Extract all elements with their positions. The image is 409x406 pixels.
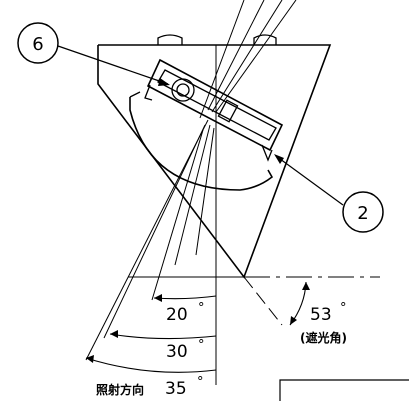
- angle-20-degree: °: [198, 301, 205, 316]
- light-rays: [85, 0, 297, 361]
- angle-53-value: 53: [310, 305, 332, 325]
- ray-35: [85, 119, 209, 361]
- lamp-inner: [157, 69, 277, 141]
- lamp-unit: [146, 58, 284, 152]
- arrow-20: [154, 294, 162, 302]
- arrow-53-bottom: [290, 316, 297, 325]
- ray-up-4: [199, 0, 245, 119]
- callout-6-arrow: [158, 78, 170, 86]
- callout-2-leader: [275, 155, 344, 206]
- shading-angle-label: (遮光角): [300, 330, 347, 345]
- arc-35: [85, 357, 217, 373]
- angle-35-degree: °: [197, 375, 204, 390]
- arrow-35: [86, 355, 94, 363]
- arrow-53-top: [302, 282, 310, 290]
- callout-2-label: 2: [357, 203, 368, 224]
- lamp-bulb-core: [176, 83, 190, 97]
- callout-2-circle: [342, 191, 384, 233]
- ray-up-1: [207, 0, 265, 111]
- callout-6-circle: [17, 22, 59, 64]
- callout-2-arrow: [274, 154, 284, 164]
- callout-2: 2: [274, 154, 384, 233]
- ray-inner-1: [174, 124, 211, 266]
- reflector-edge: [129, 91, 141, 98]
- callout-6-leader: [57, 45, 169, 85]
- ray-30: [103, 124, 206, 339]
- callout-6-label: 6: [32, 34, 43, 55]
- cutoff-line: [243, 276, 283, 326]
- angle-labels: 20 ° 30 ° 照射方向 35 ° 53 ° (遮光角): [96, 301, 347, 399]
- angle-53-degree: °: [340, 301, 347, 316]
- angle-30-degree: °: [198, 338, 205, 353]
- arrow-30: [110, 330, 118, 338]
- angle-30-value: 30: [166, 342, 188, 362]
- callout-6: 6: [17, 22, 170, 86]
- arc-30: [109, 333, 217, 340]
- reflector: [129, 97, 274, 191]
- lamp-clip: [144, 84, 153, 101]
- angle-20-value: 20: [166, 305, 188, 325]
- arc-20: [153, 295, 217, 300]
- reference-lines: [128, 45, 380, 385]
- ray-20: [151, 129, 204, 301]
- irradiation-direction-label: 照射方向: [96, 382, 144, 397]
- housing-bump-right: [253, 34, 277, 45]
- lamp-bracket: [217, 99, 239, 123]
- ray-up-3: [215, 0, 297, 113]
- title-block-corner: [279, 379, 409, 401]
- lamp-bulb: [171, 78, 195, 102]
- lamp-lever: [261, 144, 273, 162]
- angle-35-value: 35: [165, 379, 187, 399]
- arrowheads: [86, 282, 310, 363]
- ray-inner-2: [195, 127, 215, 256]
- ray-up-2: [211, 0, 283, 113]
- housing-bump-left: [157, 34, 183, 45]
